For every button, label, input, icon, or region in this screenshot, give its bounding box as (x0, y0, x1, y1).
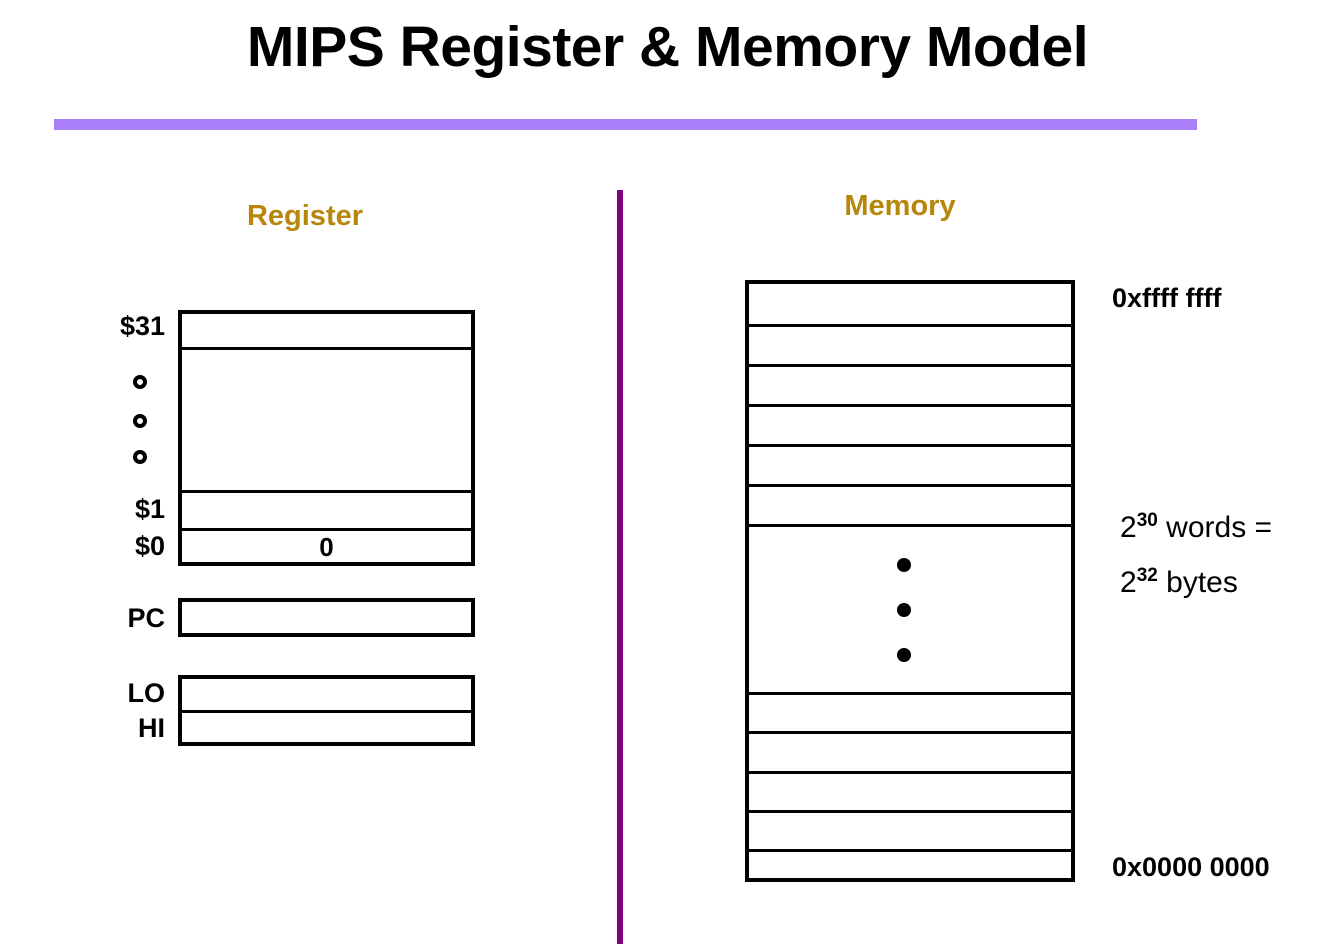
memory-box (745, 280, 1075, 882)
memory-row-divider (749, 771, 1071, 774)
memory-row-divider (749, 849, 1071, 852)
register-label-r31: $31 (119, 311, 165, 341)
register-ellipsis-dot-icon (133, 450, 147, 464)
register-file-box: 0 (178, 310, 475, 566)
pc-register-box (178, 598, 475, 637)
register-panel-heading: Register (246, 200, 364, 232)
memory-size-bytes-exponent: 32 (1136, 565, 1158, 586)
memory-size-bytes-base: 2 (1120, 566, 1137, 599)
memory-ellipsis-dot-icon (897, 648, 911, 662)
register-row-divider (182, 710, 471, 713)
memory-size-words: 230 words = (1120, 511, 1272, 545)
register-row-divider (182, 347, 471, 350)
page-title: MIPS Register & Memory Model (246, 15, 1089, 79)
memory-row-divider (749, 524, 1071, 527)
memory-address-top: 0xffff ffff (1112, 283, 1222, 313)
register-label-pc: PC (127, 603, 165, 633)
memory-row-divider (749, 731, 1071, 734)
memory-ellipsis-dot-icon (897, 603, 911, 617)
register-zero-value: 0 (319, 532, 334, 562)
memory-row-divider (749, 324, 1071, 327)
register-row-divider (182, 490, 471, 493)
panel-divider (617, 190, 623, 944)
memory-size-words-text: words = (1157, 511, 1273, 544)
memory-size-bytes-text: bytes (1157, 566, 1238, 599)
memory-size-bytes: 232 bytes (1120, 566, 1238, 600)
register-label-lo: LO (127, 678, 166, 708)
register-ellipsis-dot-icon (133, 375, 147, 389)
memory-row-divider (749, 692, 1071, 695)
memory-row-divider (749, 404, 1071, 407)
memory-row-divider (749, 364, 1071, 367)
register-label-r1: $1 (134, 494, 165, 524)
memory-ellipsis-dot-icon (897, 558, 911, 572)
memory-size-words-exponent: 30 (1136, 510, 1158, 531)
register-label-r0: $0 (134, 531, 165, 561)
register-row-divider (182, 528, 471, 531)
title-underline-rule (54, 119, 1197, 130)
memory-address-bottom: 0x0000 0000 (1112, 852, 1270, 882)
register-ellipsis-dot-icon (133, 414, 147, 428)
memory-size-words-base: 2 (1120, 511, 1137, 544)
memory-panel-heading: Memory (844, 190, 956, 222)
memory-row-divider (749, 484, 1071, 487)
memory-row-divider (749, 810, 1071, 813)
memory-row-divider (749, 444, 1071, 447)
register-label-hi: HI (138, 713, 165, 743)
lo-hi-register-box (178, 675, 475, 746)
